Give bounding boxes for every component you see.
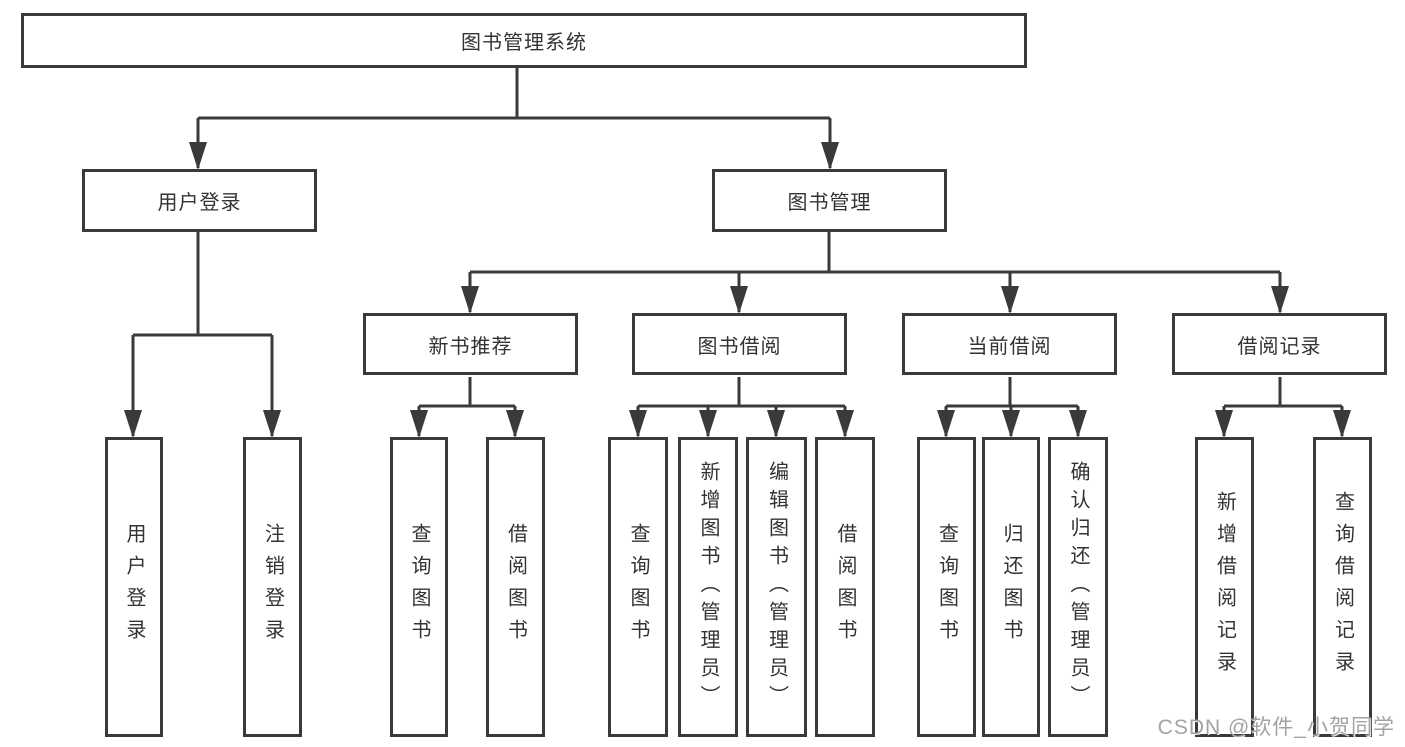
- leaf-recommend-query-book: 查询图书: [390, 437, 448, 737]
- leaf-recommend-borrow-book: 借阅图书: [486, 437, 545, 737]
- leaf-borrow-query-book: 查询图书: [608, 437, 668, 737]
- leaf-confirm-return-admin: 确认归还（管理员）: [1048, 437, 1108, 737]
- node-borrow-records: 借阅记录: [1172, 313, 1387, 375]
- leaf-edit-book-admin: 编辑图书（管理员）: [746, 437, 807, 737]
- leaf-add-borrow-record: 新增借阅记录: [1195, 437, 1254, 737]
- node-new-book-recommend: 新书推荐: [363, 313, 578, 375]
- node-current-borrow: 当前借阅: [902, 313, 1117, 375]
- csdn-watermark: CSDN @软件_小贺同学: [1157, 716, 1395, 739]
- leaf-add-book-admin: 新增图书（管理员）: [678, 437, 738, 737]
- node-book-management: 图书管理: [712, 169, 947, 232]
- leaf-borrow-book: 借阅图书: [815, 437, 875, 737]
- leaf-return-book: 归还图书: [982, 437, 1040, 737]
- node-book-borrow: 图书借阅: [632, 313, 847, 375]
- leaf-logout: 注销登录: [243, 437, 302, 737]
- elbow-connectors: [131, 67, 1344, 436]
- leaf-current-query-book: 查询图书: [917, 437, 976, 737]
- arrowheads: [124, 142, 1351, 438]
- node-user-login: 用户登录: [82, 169, 317, 232]
- leaf-user-login: 用户登录: [105, 437, 163, 737]
- node-root-system: 图书管理系统: [21, 13, 1027, 68]
- leaf-query-borrow-record: 查询借阅记录: [1313, 437, 1372, 737]
